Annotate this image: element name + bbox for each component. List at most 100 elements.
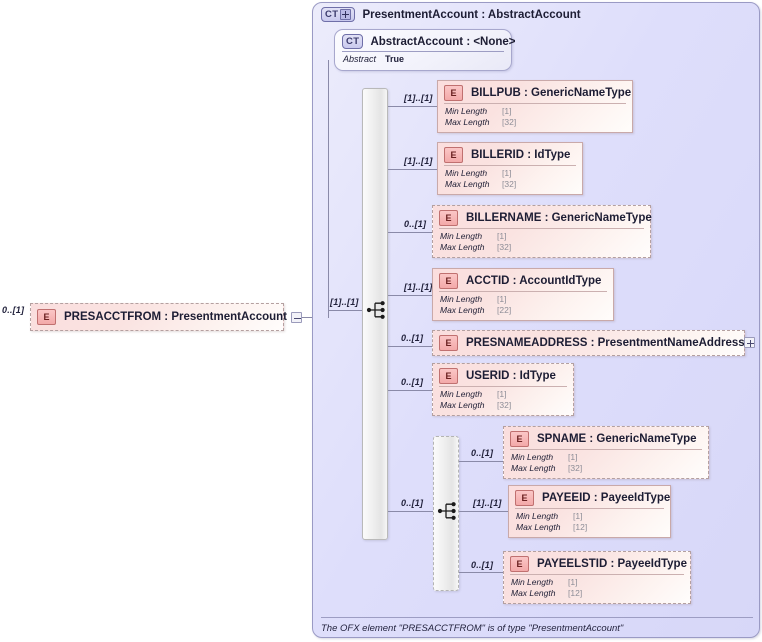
facet-key: Min Length xyxy=(440,389,483,399)
element-label: USERID : IdType xyxy=(466,370,556,382)
element-box-presnameaddress[interactable]: E PRESNAMEADDRESS : PresentmentNameAddre… xyxy=(432,330,745,356)
facet-key: Min Length xyxy=(511,577,554,587)
facet-value: [1] xyxy=(502,106,512,116)
facet-row: Min Length [1] xyxy=(516,511,587,522)
ct-badge-icon-base: CT xyxy=(342,34,364,49)
connector-to-nested-group xyxy=(388,511,434,512)
facet-row: Max Length[32] xyxy=(445,179,516,190)
connector-spine-to-sequence xyxy=(328,310,364,311)
facet-key: Max Length xyxy=(445,117,490,127)
facet-key: Min Length xyxy=(440,231,483,241)
facet-row: Max Length [32] xyxy=(511,463,582,474)
facet-key: Max Length xyxy=(511,463,556,473)
facet-row: Max Length[12] xyxy=(516,522,587,533)
element-badge-icon: E xyxy=(444,147,463,163)
element-header: E USERID : IdType xyxy=(439,368,556,384)
cardinality-spname: 0..[1] xyxy=(471,448,494,458)
connector-to-billpub xyxy=(388,106,438,107)
ct-badge-icon[interactable]: CT xyxy=(321,7,356,22)
element-label: PRESACCTFROM : PresentmentAccount xyxy=(64,311,287,323)
facet-row: Min Length [1] xyxy=(445,106,516,117)
facet-list: Min Length[1] Max Length [32] xyxy=(440,389,511,411)
element-box-presacctfrom[interactable]: E PRESACCTFROM : PresentmentAccount xyxy=(30,303,287,331)
element-badge-icon: E xyxy=(510,431,529,447)
plus-icon-presnameaddress[interactable] xyxy=(744,337,755,348)
element-box-userid[interactable]: E USERID : IdType Min Length[1] Max Leng… xyxy=(432,363,574,416)
facet-value: [32] xyxy=(568,463,583,473)
divider xyxy=(439,386,567,387)
plus-icon[interactable] xyxy=(340,9,352,20)
facet-list: Min Length [1] Max Length [32] xyxy=(445,106,516,128)
facet-key: Min Length xyxy=(511,452,554,462)
facet-list: Min Length[1] Max Length[12] xyxy=(511,577,582,599)
element-label: PAYEELSTID : PayeeIdType xyxy=(537,558,687,570)
ct-badge-label-base: CT xyxy=(346,35,360,47)
sequence-icon-nested xyxy=(437,502,456,520)
element-label: PAYEEID : PayeeIdType xyxy=(542,492,671,504)
element-header: E ACCTID : AccountIdType xyxy=(439,273,601,289)
element-header: E PAYEELSTID : PayeeIdType xyxy=(510,556,687,572)
element-label: ACCTID : AccountIdType xyxy=(466,275,602,287)
element-label: BILLERNAME : GenericNameType xyxy=(466,212,652,224)
abstract-facet-key: Abstract xyxy=(343,54,377,64)
element-box-payeelstid[interactable]: E PAYEELSTID : PayeeIdType Min Length[1]… xyxy=(503,551,691,604)
facet-value: [1] xyxy=(502,168,512,178)
facet-row: Min Length[1] xyxy=(440,389,511,400)
element-box-billpub[interactable]: E BILLPUB : GenericNameType Min Length[1… xyxy=(437,80,633,133)
cardinality-nested-group: 0..[1] xyxy=(401,498,424,508)
element-header: E PRESACCTFROM : PresentmentAccount xyxy=(37,309,287,325)
connector-type-spine xyxy=(328,60,329,318)
facet-row: Max Length[32] xyxy=(440,242,511,253)
connector-to-billername xyxy=(388,232,433,233)
element-box-payeeid[interactable]: E PAYEEID : PayeeIdType Min Length[1] Ma… xyxy=(508,485,671,538)
element-badge-icon: E xyxy=(439,335,458,351)
facet-value: [1] xyxy=(568,452,578,462)
facet-key: Min Length xyxy=(516,511,559,521)
cardinality-presnameaddress: 0..[1] xyxy=(401,333,424,343)
root-cardinality: 0..[1] xyxy=(2,305,25,315)
facet-value: [12] xyxy=(573,522,588,532)
abstract-facet-value: True xyxy=(385,54,405,64)
facet-list: Min Length[1] Max Length[22] xyxy=(440,294,511,316)
element-badge-icon: E xyxy=(439,273,458,289)
facet-row: Min Length[1] xyxy=(440,294,511,305)
element-box-billerid[interactable]: E BILLERID : IdType Min Length[1] Max Le… xyxy=(437,142,583,195)
facet-value: [32] xyxy=(502,117,517,127)
abstract-facet-row: Abstract True xyxy=(343,54,404,64)
facet-key: Max Length xyxy=(440,305,485,315)
cardinality-payeelstid: 0..[1] xyxy=(471,560,494,570)
facet-row: Min Length[1] xyxy=(445,168,516,179)
divider xyxy=(439,228,644,229)
facet-row: Min Length[1] xyxy=(440,231,511,242)
cardinality-billpub: [1]..[1] xyxy=(404,93,433,103)
facet-value: [1] xyxy=(573,511,583,521)
footer-note: The OFX element "PRESACCTFROM" is of typ… xyxy=(321,623,624,634)
connector-to-payeeid xyxy=(459,511,509,512)
base-type-title: AbstractAccount : <None> xyxy=(370,35,516,48)
facet-value: [32] xyxy=(497,400,512,410)
facet-value: [12] xyxy=(568,588,583,598)
facet-key: Min Length xyxy=(440,294,483,304)
facet-key: Max Length xyxy=(440,242,485,252)
element-badge-icon: E xyxy=(444,85,463,101)
facet-key: Max Length xyxy=(445,179,490,189)
facet-row: Max Length [32] xyxy=(440,400,511,411)
element-box-billername[interactable]: E BILLERNAME : GenericNameType Min Lengt… xyxy=(432,205,652,258)
facet-key: Min Length xyxy=(445,106,488,116)
element-badge-icon: E xyxy=(439,368,458,384)
element-box-acctid[interactable]: E ACCTID : AccountIdType Min Length[1] M… xyxy=(432,268,614,321)
facet-key: Max Length xyxy=(440,400,485,410)
divider xyxy=(342,51,504,52)
element-header: E BILLERID : IdType xyxy=(444,147,570,163)
base-type-box[interactable]: CT AbstractAccount : <None> Abstract True xyxy=(334,29,516,71)
minus-icon-presacctfrom[interactable] xyxy=(291,312,302,323)
divider xyxy=(510,449,702,450)
ct-badge-label: CT xyxy=(325,8,339,20)
sequence-cardinality: [1]..[1] xyxy=(330,297,359,307)
connector-to-userid xyxy=(388,390,433,391)
divider xyxy=(515,508,664,509)
element-box-spname[interactable]: E SPNAME : GenericNameType Min Length[1]… xyxy=(503,426,709,479)
element-badge-icon: E xyxy=(37,309,56,325)
connector-to-payeelstid xyxy=(459,572,504,573)
